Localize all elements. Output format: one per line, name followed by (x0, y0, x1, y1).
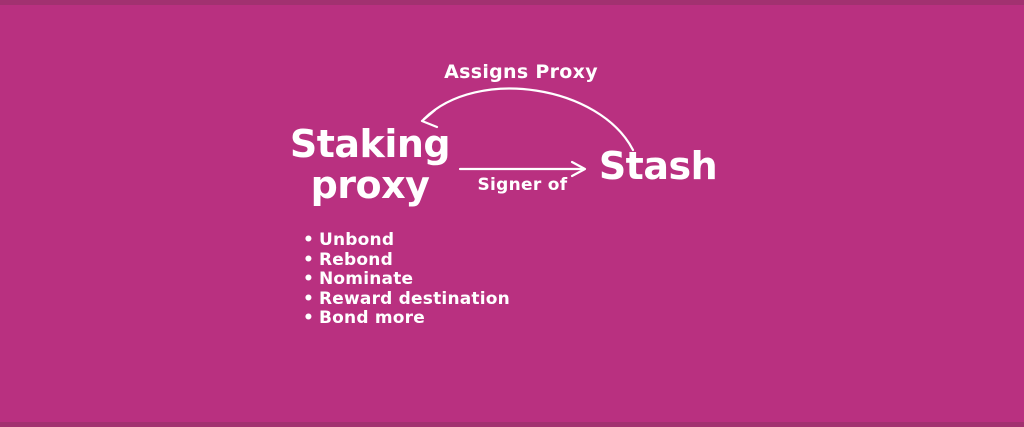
bullet-marker: • (303, 249, 315, 270)
bottom-edge-strip (0, 422, 1024, 427)
list-item: • Unbond (303, 230, 510, 251)
list-item-label: Reward destination (319, 288, 510, 309)
top-edge-strip (0, 0, 1024, 5)
signer-of-label: Signer of (477, 175, 568, 195)
node-stash: Stash (598, 144, 718, 188)
list-item: • Nominate (303, 269, 510, 290)
bullet-marker: • (303, 288, 315, 309)
assigns-proxy-label: Assigns Proxy (444, 61, 598, 83)
list-item-label: Unbond (319, 230, 395, 250)
bullet-marker: • (303, 269, 315, 289)
proxy-actions-list: • Unbond • Rebond • Nominate • Reward de… (303, 230, 510, 329)
signer-of-arrowhead-icon (570, 160, 587, 178)
list-item-label: Rebond (319, 249, 393, 270)
bullet-marker: • (303, 230, 315, 250)
list-item: • Bond more (303, 308, 510, 329)
staking-proxy-label-line1: Staking (289, 122, 451, 166)
list-item: • Reward destination (303, 288, 510, 310)
node-staking-proxy: Staking proxy (270, 124, 470, 206)
list-item: • Rebond (303, 249, 510, 271)
list-item-label: Nominate (319, 269, 414, 289)
staking-proxy-label-line2: proxy (310, 163, 430, 207)
bullet-marker: • (303, 308, 315, 328)
list-item-label: Bond more (319, 308, 425, 328)
